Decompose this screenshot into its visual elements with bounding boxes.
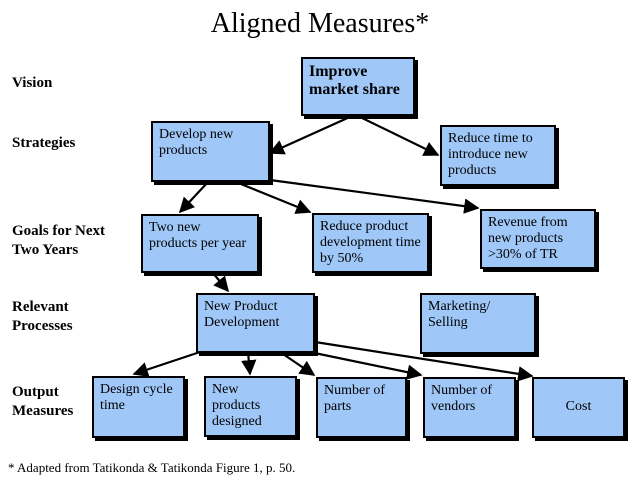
row-label-goals: Goals for Next Two Years	[12, 223, 106, 258]
arrow-npd-to-parts	[279, 351, 316, 376]
diagram-title: Aligned Measures*	[210, 8, 430, 39]
arrow-npd-to-new-products	[241, 351, 257, 376]
arrow-npd-to-cost	[314, 340, 534, 382]
node-improve-market-share: Improve market share	[301, 57, 415, 116]
node-cost: Cost	[532, 377, 625, 438]
footnote: * Adapted from Tatikonda & Tatikonda Fig…	[8, 460, 296, 475]
arrow-vision-to-products	[268, 114, 353, 155]
node-new-product-development: New Product Development	[196, 293, 315, 353]
node-reduce-development-time: Reduce product development time by 50%	[312, 213, 429, 273]
node-new-products-designed: New products designed	[204, 376, 297, 437]
arrow-vision-to-time	[357, 115, 440, 156]
row-label-measures: Output Measures	[12, 384, 74, 419]
node-number-of-vendors: Number of vendors	[423, 377, 516, 438]
arrow-npd-to-design-cycle	[132, 350, 201, 377]
arrow-goal-to-npd	[211, 271, 229, 293]
row-label-vision: Vision	[12, 75, 53, 91]
node-marketing-selling: Marketing/ Selling	[420, 293, 536, 354]
arrow-strategy-to-two-products	[178, 181, 209, 214]
row-label-strategies: Strategies	[12, 135, 76, 151]
arrow-strategy-to-reduce-time	[235, 180, 312, 214]
node-revenue-new-products: Revenue from new products >30% of TR	[480, 209, 596, 269]
node-design-cycle-time: Design cycle time	[92, 376, 185, 438]
node-develop-new-products: Develop new products	[151, 121, 270, 182]
node-reduce-time-to-introduce: Reduce time to introduce new products	[440, 125, 556, 186]
row-label-processes: Relevant Processes	[12, 299, 73, 334]
node-number-of-parts: Number of parts	[316, 377, 407, 438]
arrow-npd-to-vendors	[299, 348, 423, 380]
arrow-strategy-to-revenue	[269, 178, 480, 214]
node-two-new-products: Two new products per year	[141, 214, 259, 273]
